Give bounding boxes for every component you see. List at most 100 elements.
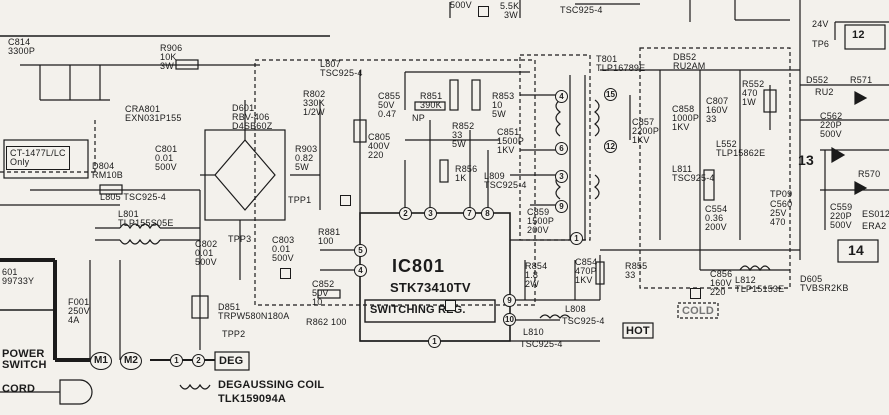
top-testpoint: TP6	[812, 39, 830, 49]
ic-pin-8: 8	[481, 207, 494, 220]
np-label: NP	[412, 113, 425, 123]
ic801-ref: IC801	[392, 256, 446, 276]
ic-pin-10: 10	[503, 313, 516, 326]
junction-marker	[445, 300, 456, 311]
t801-pin-9: 9	[555, 200, 568, 213]
ic-pin-5: 5	[354, 244, 367, 257]
t801-pin-12: 12	[604, 140, 617, 153]
junction-marker	[690, 288, 701, 299]
connector-12-label: 12	[852, 29, 865, 41]
era2-label: ERA2	[862, 221, 887, 231]
top-voltage-label: 500V	[450, 0, 472, 10]
tpp2-label: TPP2	[222, 329, 246, 339]
t801-pin-3: 3	[555, 170, 568, 183]
ic-pin-3: 3	[424, 207, 437, 220]
r571-label: R571	[850, 75, 873, 85]
l810-part: TSC925-4	[520, 339, 563, 349]
tpp3-label: TPP3	[228, 234, 252, 244]
t801-pin-4: 4	[555, 90, 568, 103]
t801-pin-1: 1	[570, 232, 583, 245]
t801-pin-15: 15	[604, 88, 617, 101]
hot-ground-label: HOT	[626, 325, 650, 337]
top-resistor-value: 5.5K	[500, 1, 520, 11]
ic801-part: STK73410TV	[390, 280, 471, 295]
tpp1-label: TPP1	[288, 195, 312, 205]
ic-pin-2: 2	[399, 207, 412, 220]
ic-pin-1: 1	[428, 335, 441, 348]
ru2-label: RU2	[815, 87, 834, 97]
r862-label: R862 100	[306, 317, 347, 327]
cold-ground-label: COLD	[682, 305, 714, 317]
l808-label: L808	[565, 304, 586, 314]
top-inductor-part: TSC925-4	[560, 5, 603, 15]
ic-pin-4: 4	[354, 264, 367, 277]
d552-label: D552	[806, 75, 829, 85]
l805-label: L805 TSC925-4	[100, 192, 166, 202]
degaussing-coil-part: TLK159094A	[218, 393, 287, 405]
es012-label: ES012	[862, 209, 889, 219]
connector-13-label: 13	[798, 152, 814, 168]
junction-marker	[340, 195, 351, 206]
top-resistor-watt: 3W	[504, 10, 518, 20]
junction-marker	[478, 6, 489, 17]
l810-label: L810	[523, 327, 544, 337]
tp09-label: TP09	[770, 189, 793, 199]
ic-pin-7: 7	[463, 207, 476, 220]
t801-pin-6: 6	[555, 142, 568, 155]
deg-connector: DEG	[219, 355, 244, 367]
connector-14-label: 14	[848, 242, 864, 258]
power-cord-label: CORD	[2, 383, 36, 395]
plug-pin-2: 2	[192, 354, 205, 367]
ic-pin-9: 9	[503, 294, 516, 307]
top-24v-label: 24V	[812, 19, 829, 29]
degaussing-coil-label: DEGAUSSING COIL	[218, 379, 325, 391]
r570-label: R570	[858, 169, 881, 179]
motor-m2: M2	[120, 352, 142, 370]
l808-part: TSC925-4	[562, 316, 605, 326]
junction-marker	[280, 268, 291, 279]
ic801-function: SWITCHING REG.	[370, 304, 466, 316]
